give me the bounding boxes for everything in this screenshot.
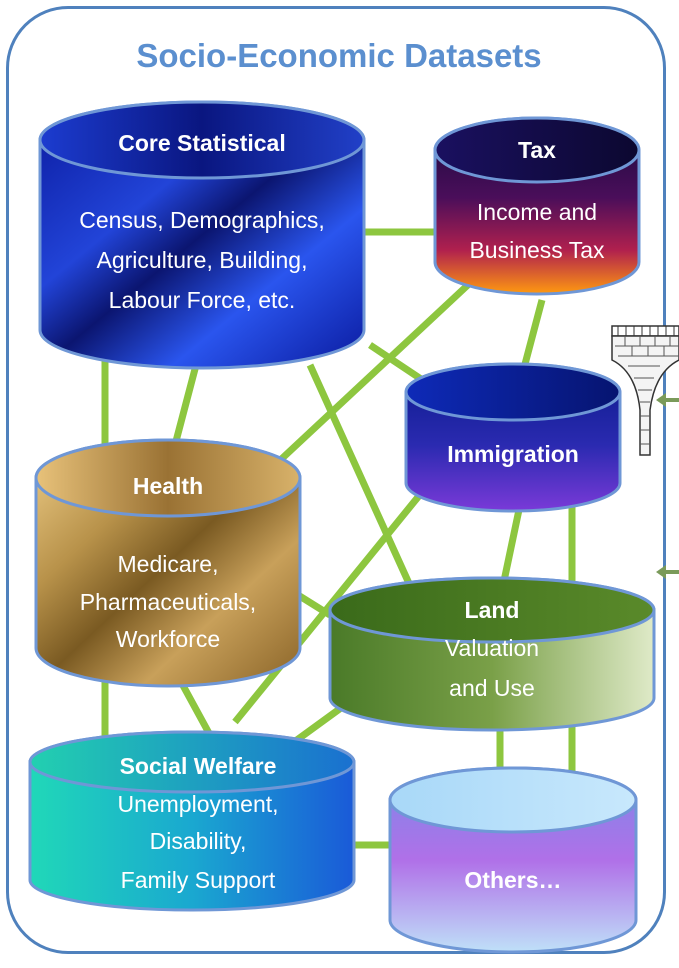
left-arrow-lower [656, 565, 679, 579]
core-line-3: Labour Force, etc. [109, 287, 296, 313]
cylinder-health: Health Medicare, Pharmaceuticals, Workfo… [34, 438, 302, 688]
cylinder-others: Others… [388, 766, 638, 954]
health-line-1: Medicare, [118, 551, 219, 577]
connector-health-welfare-right [176, 678, 214, 737]
health-line-3: Workforce [116, 626, 220, 652]
tax-line-2: Business Tax [469, 237, 605, 263]
left-arrow-upper [656, 393, 679, 407]
land-line-2: and Use [449, 675, 535, 701]
core-title: Core Statistical [118, 130, 285, 156]
cylinder-social-welfare: Social Welfare Unemployment, Disability,… [28, 730, 356, 912]
others-title: Others… [464, 867, 561, 893]
tax-line-1: Income and [477, 199, 597, 225]
cylinder-land: Land Valuation and Use [328, 576, 656, 732]
tax-title: Tax [518, 137, 556, 163]
cylinder-tax: Tax Income and Business Tax [433, 116, 641, 296]
health-line-2: Pharmaceuticals, [80, 589, 256, 615]
land-line-1: Valuation [445, 635, 539, 661]
welfare-line-3: Family Support [121, 867, 276, 893]
immigration-title: Immigration [447, 441, 579, 467]
connector-tax-health [272, 280, 473, 468]
cylinder-core-statistical: Core Statistical Census, Demographics, A… [38, 100, 366, 370]
health-title: Health [133, 473, 203, 499]
land-title: Land [465, 597, 520, 623]
welfare-title: Social Welfare [120, 753, 277, 779]
connector-immigration-welfare [232, 467, 443, 725]
diagram-title: Socio-Economic Datasets [136, 37, 542, 74]
bridge-illustration [611, 325, 679, 456]
cylinder-immigration: Immigration [404, 362, 622, 513]
welfare-line-2: Disability, [150, 828, 247, 854]
connector-core-land [306, 363, 416, 592]
welfare-line-1: Unemployment, [117, 791, 278, 817]
core-line-1: Census, Demographics, [79, 207, 324, 233]
core-line-2: Agriculture, Building, [97, 247, 308, 273]
